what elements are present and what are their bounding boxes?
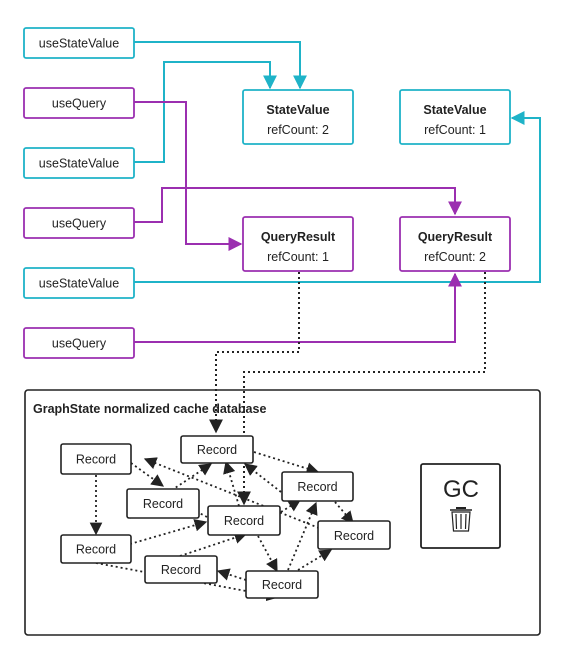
record-node[interactable]: Record	[281, 471, 354, 502]
record-node[interactable]: Record	[317, 520, 391, 550]
node-title: StateValue	[423, 103, 486, 117]
hook-box-4[interactable]: useQuery	[23, 207, 135, 239]
edge-r7-r5	[129, 519, 208, 545]
query-result-node-2[interactable]: QueryResult refCount: 2	[399, 216, 511, 272]
edge-r9-r4	[287, 501, 318, 571]
record-node[interactable]: Record	[245, 570, 319, 599]
record-label: Record	[334, 529, 374, 543]
record-edges	[89, 451, 354, 602]
node-refcount: refCount: 2	[424, 250, 486, 264]
hook-label: useQuery	[52, 337, 107, 351]
record-label: Record	[262, 578, 302, 592]
hook-box-3[interactable]: useStateValue	[23, 147, 135, 179]
connector-hook1-state1	[134, 41, 307, 90]
edge-r5-r4	[280, 499, 302, 513]
edge-r4-r6	[334, 501, 354, 524]
query-connectors	[134, 101, 462, 343]
cache-database: GraphState normalized cache database	[24, 389, 541, 636]
node-title: StateValue	[266, 103, 329, 117]
record-node[interactable]: Record	[207, 505, 281, 536]
record-label: Record	[76, 543, 116, 557]
hook-label: useStateValue	[39, 37, 119, 51]
edge-r9-r6	[297, 549, 333, 571]
record-node[interactable]: Record	[60, 534, 132, 564]
gc-label: GC	[443, 476, 479, 503]
record-label: Record	[143, 497, 183, 511]
edge-r6-r1	[143, 457, 320, 529]
connector-hook4-query2	[134, 187, 462, 223]
state-value-node-1[interactable]: StateValue refCount: 2	[242, 89, 354, 145]
edge-r4-r2	[244, 463, 282, 493]
hook-label: useStateValue	[39, 277, 119, 291]
edge-r5-r2	[223, 460, 240, 507]
record-label: Record	[161, 563, 201, 577]
record-label: Record	[224, 514, 264, 528]
record-node[interactable]: Record	[60, 443, 132, 475]
state-value-node-2[interactable]: StateValue refCount: 1	[399, 89, 511, 145]
connector-hook3-state1	[134, 61, 277, 163]
node-title: QueryResult	[418, 230, 493, 244]
state-connectors	[134, 41, 541, 283]
connector-hook2-query1	[134, 101, 243, 251]
edge-r5-r9	[257, 535, 278, 573]
node-refcount: refCount: 1	[424, 123, 486, 137]
edge-r1-r3	[130, 462, 165, 487]
node-refcount: refCount: 1	[267, 250, 329, 264]
hook-label: useQuery	[52, 217, 107, 231]
record-label: Record	[297, 480, 337, 494]
hook-label: useQuery	[52, 97, 107, 111]
link-query1-db	[209, 272, 300, 434]
database-title: GraphState normalized cache database	[33, 402, 266, 416]
hook-box-6[interactable]: useQuery	[23, 327, 135, 359]
trash-icon	[450, 507, 472, 532]
node-title: QueryResult	[261, 230, 336, 244]
connector-hook6-query2	[134, 272, 462, 343]
hook-label: useStateValue	[39, 157, 119, 171]
edge-r9-r8	[216, 568, 247, 581]
record-label: Record	[197, 443, 237, 457]
hook-box-2[interactable]: useQuery	[23, 87, 135, 119]
query-result-node-1[interactable]: QueryResult refCount: 1	[242, 216, 354, 272]
edge-r7-r9	[95, 562, 280, 602]
connector-hook5-state2	[134, 111, 541, 283]
edge-r2-r4	[253, 451, 320, 475]
hook-box-5[interactable]: useStateValue	[23, 267, 135, 299]
record-node[interactable]: Record	[126, 488, 200, 519]
gc-box[interactable]: GC	[420, 463, 501, 549]
edge-r8-r5	[179, 531, 248, 557]
node-refcount: refCount: 2	[267, 123, 329, 137]
hook-box-1[interactable]: useStateValue	[23, 27, 135, 59]
record-node[interactable]: Record	[144, 555, 218, 584]
record-label: Record	[76, 453, 116, 467]
record-node[interactable]: Record	[180, 435, 254, 464]
